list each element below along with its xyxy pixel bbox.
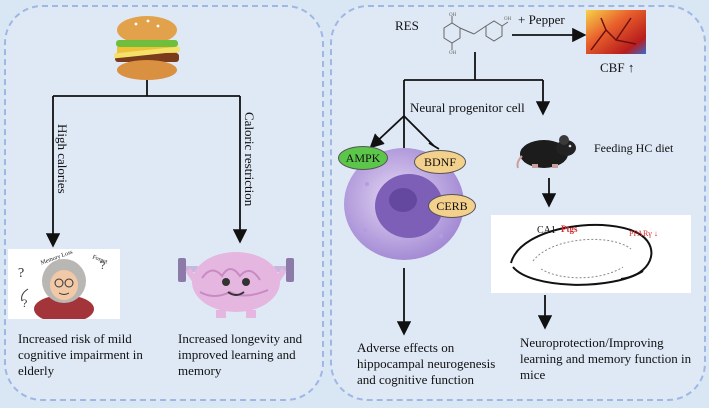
brain-dumbbell-image [172,248,300,320]
hippocampus-diagram: CA1 Ptgs PPARγ ↓ [491,215,691,293]
outcome-mice: Neuroprotection/Improving learning and m… [520,335,692,382]
cbf-heatmap-image [586,10,646,54]
high-calories-label: High calories [55,124,70,194]
pepper-label: + Pepper [518,12,565,27]
mouse-image [514,126,584,172]
outcome-cell: Adverse effects on hippocampal neurogene… [357,340,496,387]
burger-icon [112,14,182,82]
ca1-label: CA1 [537,225,556,236]
ptgs-label: Ptgs [561,224,578,234]
outcome-caloric-restriction: Increased longevity and improved learnin… [178,331,303,378]
ampk-badge: AMPK [338,146,388,170]
outcome-high-calories: Increased risk of mild cognitive impairm… [18,331,143,378]
svg-text:?: ? [18,266,24,281]
caloric-restriction-label: Caloric restriction [242,112,257,207]
neural-progenitor-cell-image [337,140,471,264]
feeding-hc-diet-label: Feeding HC diet [594,141,674,155]
resveratrol-structure: OH OH OH [432,8,514,56]
svg-text:?: ? [22,296,27,310]
svg-text:OH: OH [449,51,457,54]
svg-text:OH: OH [504,17,512,22]
neural-progenitor-label: Neural progenitor cell [410,100,525,115]
res-label: RES [395,18,419,33]
svg-text:?: ? [100,258,105,272]
ppar-label: PPARγ ↓ [629,229,658,238]
bdnf-badge: BDNF [414,150,466,174]
cbf-label: CBF ↑ [600,60,635,75]
confused-elderly-woman-image: ? ? ? Memory Loss Forget [8,249,120,323]
svg-text:OH: OH [449,13,457,18]
cerb-badge: CERB [428,194,476,218]
